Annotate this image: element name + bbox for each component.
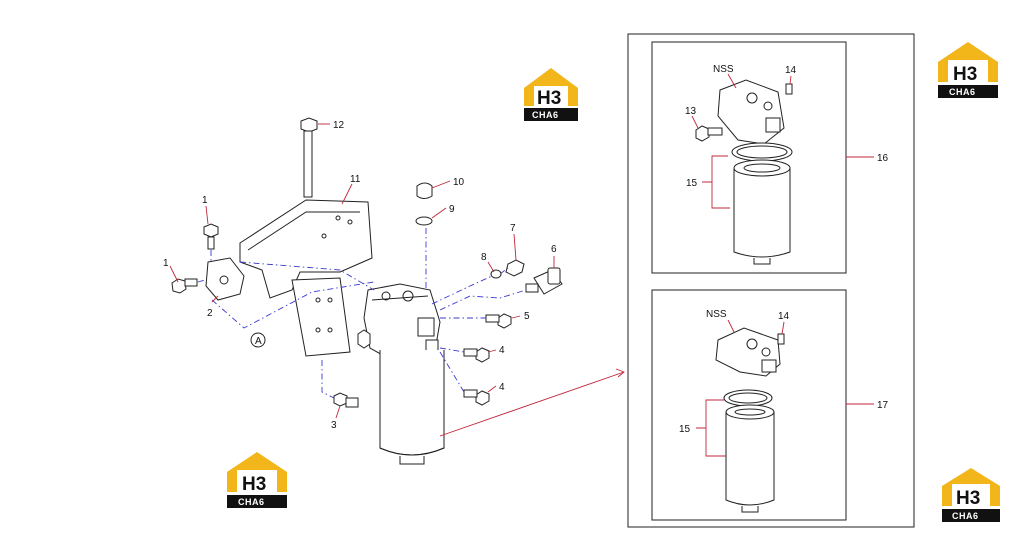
- callout-16: 16: [877, 153, 889, 164]
- callout-5: 5: [524, 311, 530, 322]
- callout-nss-lower: NSS: [706, 309, 727, 320]
- callout-17: 17: [877, 400, 889, 411]
- svg-text:CHA6: CHA6: [949, 87, 976, 97]
- filter-cartridge-main: [379, 350, 445, 465]
- callout-11: 11: [350, 174, 361, 185]
- callout-2: 2: [207, 308, 213, 319]
- svg-text:CHA6: CHA6: [952, 511, 979, 521]
- callout-nss-upper: NSS: [713, 64, 734, 75]
- detail-panel: NSS 14 13 15 16 NSS 14 15 17: [627, 33, 915, 528]
- fitting-7: [505, 259, 525, 277]
- callout-4-upper: 4: [499, 345, 505, 356]
- callout-4-lower: 4: [499, 382, 505, 393]
- callout-9: 9: [449, 204, 455, 215]
- bolt-1-left: [171, 278, 198, 294]
- callout-1-upper: 1: [202, 195, 208, 206]
- filter-head: [357, 283, 441, 367]
- bolt-5: [485, 313, 512, 329]
- callout-12: 12: [333, 120, 345, 131]
- bolt-4-upper: [463, 347, 490, 363]
- callout-13: 13: [685, 106, 697, 117]
- watermark-logo-bottom-right: H3 CHA6: [942, 468, 1000, 522]
- main-leaders: [169, 123, 625, 437]
- washer-8: [490, 269, 502, 279]
- bolt-4-lower: [463, 389, 490, 406]
- bolt-12: [300, 117, 318, 198]
- bolt-1-upper: [203, 223, 219, 250]
- sensor-6: [525, 267, 563, 295]
- washer-9: [415, 216, 433, 226]
- callout-10: 10: [453, 177, 465, 188]
- callout-14-lower: 14: [778, 311, 790, 322]
- svg-text:H3: H3: [956, 488, 980, 509]
- svg-text:H3: H3: [537, 88, 561, 109]
- svg-text:H3: H3: [953, 64, 977, 85]
- clip-2: [205, 257, 245, 301]
- callout-3: 3: [331, 420, 337, 431]
- svg-text:CHA6: CHA6: [532, 110, 559, 120]
- main-callouts: 1 1 2 3 4 4 5 6 7 8 9 10 11 12 A: [163, 120, 557, 431]
- callout-8: 8: [481, 252, 487, 263]
- callout-1-left: 1: [163, 258, 169, 269]
- callout-15-upper: 15: [686, 178, 698, 189]
- callout-6: 6: [551, 244, 557, 255]
- callout-7: 7: [510, 223, 516, 234]
- svg-text:H3: H3: [242, 474, 266, 495]
- main-assembly: [171, 117, 563, 465]
- callout-14-upper: 14: [785, 65, 797, 76]
- watermark-logo-top-right: H3 CHA6: [938, 42, 998, 98]
- watermark-logo-top-center: H3 CHA6: [524, 68, 578, 121]
- detail-box-16: [651, 41, 847, 274]
- callout-a: A: [255, 336, 262, 347]
- callout-a-circle: [250, 332, 266, 348]
- bolt-10: [416, 182, 433, 199]
- svg-text:CHA6: CHA6: [238, 497, 265, 507]
- callout-15-lower: 15: [679, 424, 691, 435]
- bolt-3: [333, 392, 359, 408]
- detail-box-17: [651, 289, 847, 521]
- watermark-logo-bottom-left: H3 CHA6: [227, 452, 287, 508]
- bracket-11: [239, 199, 373, 357]
